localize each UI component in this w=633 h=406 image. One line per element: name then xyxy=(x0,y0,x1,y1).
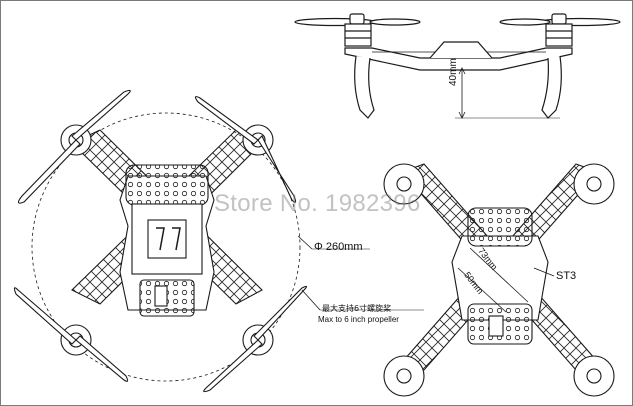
propeller-note-chinese: 最大支持6寸螺旋桨 xyxy=(322,304,392,313)
propeller-note-english: Max to 6 inch propeller xyxy=(318,315,399,324)
frame-view xyxy=(383,163,615,397)
side-motor-right xyxy=(545,23,573,47)
propeller-sweep-circle xyxy=(31,112,301,382)
top-view xyxy=(13,89,424,393)
part-label-st3: ST3 xyxy=(556,270,577,282)
frame-motor-mounts xyxy=(383,163,615,397)
diameter-dimension-label: Φ 260mm xyxy=(314,241,363,253)
side-propeller-right xyxy=(499,13,621,27)
side-view xyxy=(294,13,621,119)
side-motor-left xyxy=(344,23,372,47)
store-watermark: Store No. 1982396 xyxy=(214,190,421,217)
top-propellers xyxy=(13,89,308,393)
height-dimension-label: 40mm xyxy=(448,58,459,86)
